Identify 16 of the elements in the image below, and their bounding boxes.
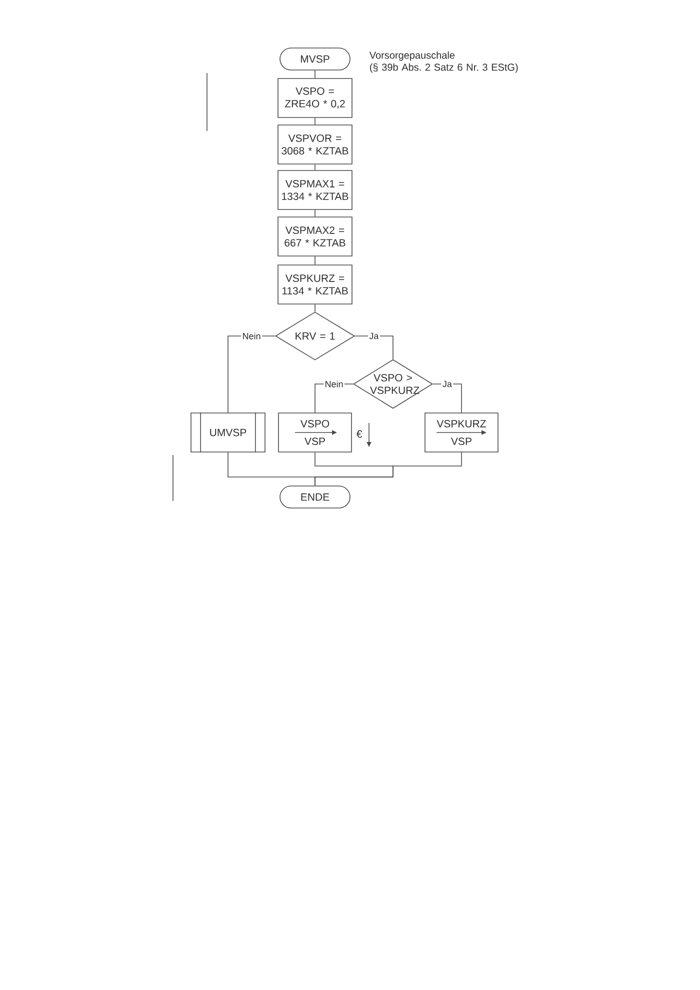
terminal-box: MVSP	[280, 48, 350, 70]
process-box: VSPMAX2 = 667 * KZTAB	[278, 216, 352, 256]
assignment-box: VSPKURZ VSP	[424, 412, 498, 452]
process-box: VSPO = ZRE4O * 0,2	[278, 78, 352, 118]
process-box: VSPMAX1 = 1334 * KZTAB	[278, 170, 352, 210]
process-box: VSPKURZ = 1134 * KZTAB	[278, 264, 352, 304]
currency-sign: €	[356, 430, 362, 438]
note-text: Vorsorgepauschale (§ 39b Abs. 2 Satz 6 Nr. 3 EStG)	[369, 51, 518, 73]
edge-label: Ja	[368, 332, 380, 340]
process-box: VSPVOR = 3068 * KZTAB	[278, 124, 352, 164]
edge-label: Nein	[241, 332, 262, 341]
terminal-box: ENDE	[280, 486, 350, 508]
edge-label: Nein	[324, 380, 344, 389]
edge-label: Ja	[441, 380, 454, 388]
subprocess-box: UMVSP	[190, 412, 266, 453]
assignment-box: VSPO VSP	[278, 412, 352, 452]
